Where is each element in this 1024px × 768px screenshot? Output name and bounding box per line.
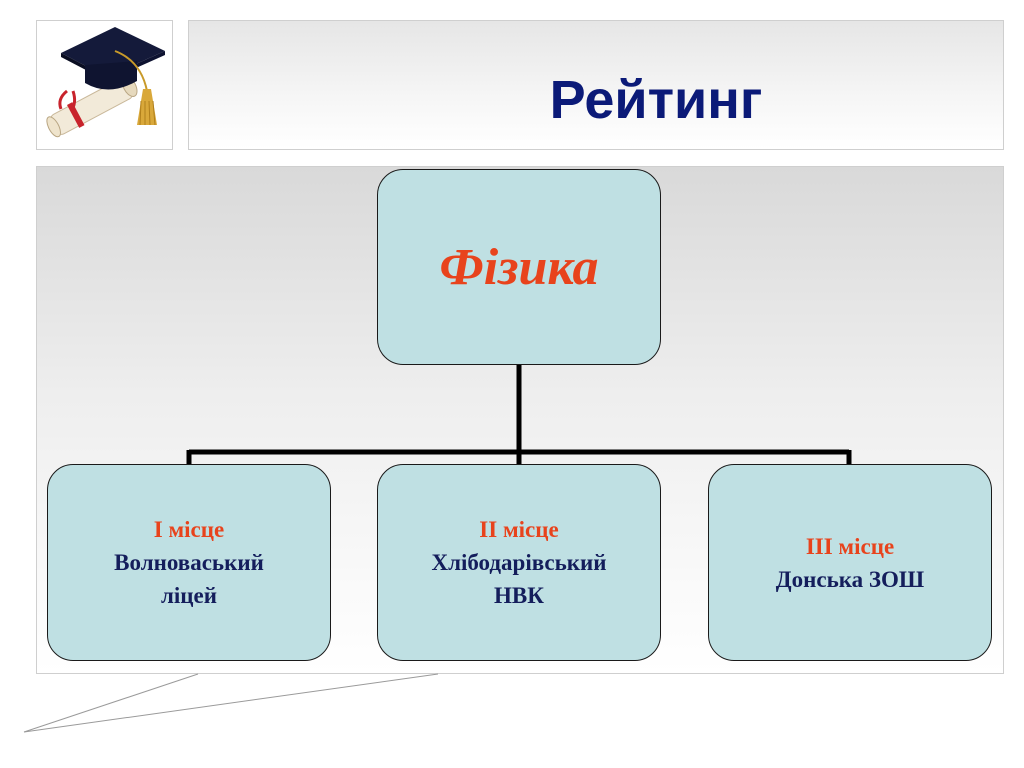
place-label: ІІІ місце — [805, 533, 895, 559]
school-name-line1: Волноваський — [114, 550, 264, 575]
school-name-line1: Хлібодарівський — [431, 550, 607, 575]
title-box: Рейтинг — [188, 20, 1004, 150]
school-name-line1: Донська ЗОШ — [775, 566, 925, 592]
child-node-2: ІІ місце Хлібодарівський НВК — [377, 464, 661, 661]
school-name-line2: ліцей — [160, 583, 217, 608]
root-node: Фізика — [377, 169, 661, 365]
school-name-line2: НВК — [494, 583, 544, 608]
graduation-cap-diploma-icon — [46, 27, 165, 138]
slide-title: Рейтинг — [549, 70, 763, 130]
child-node-3: ІІІ місце Донська ЗОШ — [708, 464, 992, 661]
place-label: ІІ місце — [479, 517, 559, 542]
logo-box — [36, 20, 173, 150]
root-node-label: Фізика — [439, 238, 599, 296]
child-node-1: І місце Волноваський ліцей — [47, 464, 331, 661]
place-label: І місце — [153, 517, 225, 542]
